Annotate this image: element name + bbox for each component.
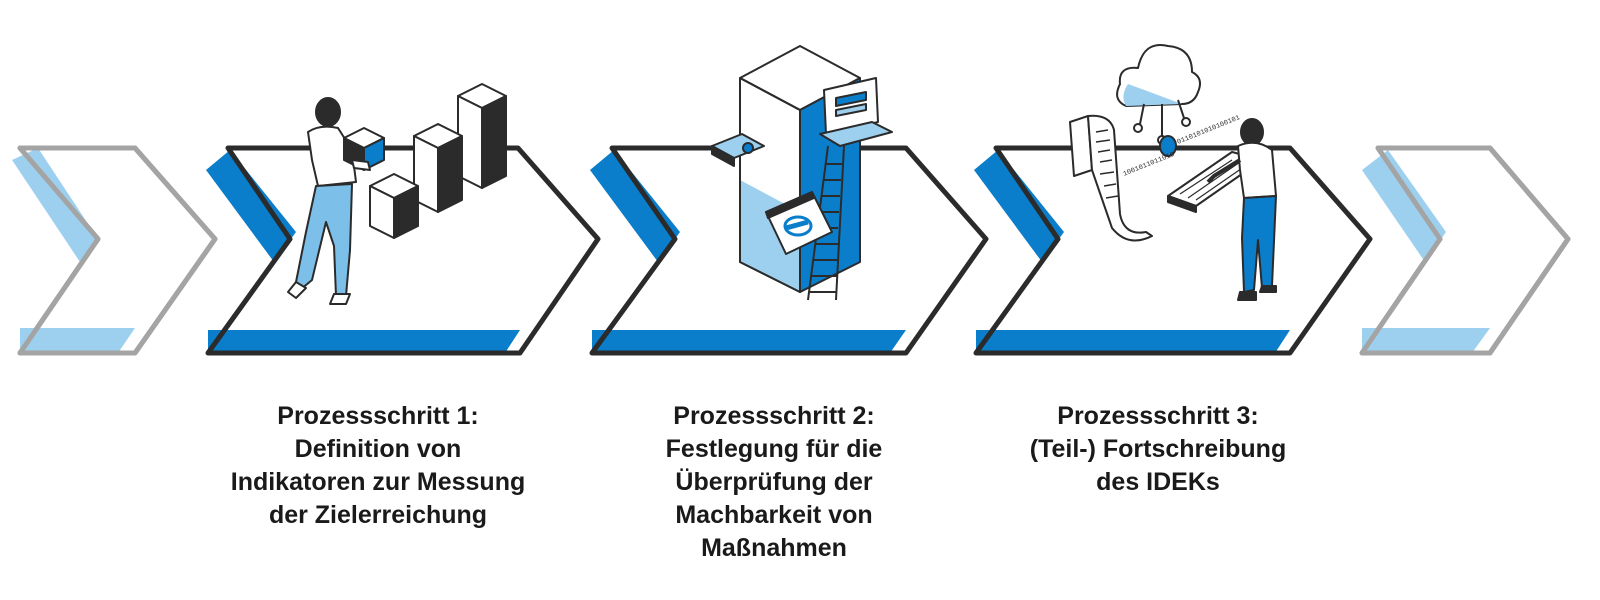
person-carrying-box-bar-chart-icon bbox=[287, 83, 507, 305]
step-2-caption: Prozessschritt 2: Festlegung für die Übe… bbox=[594, 400, 954, 565]
cloud-keyboard-document-person-icon bbox=[1069, 44, 1277, 301]
step-3-caption: Prozessschritt 3: (Teil-) Fortschreibung… bbox=[978, 400, 1338, 499]
step-3-line-2: (Teil-) Fortschreibung bbox=[1029, 435, 1287, 463]
step-2-line-3: Überprüfung der bbox=[675, 468, 873, 496]
step-1-title: Prozessschritt 1: bbox=[277, 402, 479, 430]
step-3-title: Prozessschritt 3: bbox=[1057, 402, 1259, 430]
step-1-line-4: der Zielerreichung bbox=[268, 501, 488, 529]
step-2-line-5: Maßnahmen bbox=[701, 534, 847, 562]
step-1-line-3: Indikatoren zur Messung bbox=[230, 468, 526, 496]
step-2-title: Prozessschritt 2: bbox=[673, 402, 875, 430]
chevron-faded-right bbox=[1359, 145, 1571, 356]
chevron-step-3 bbox=[973, 145, 1373, 356]
step-1-line-2: Definition von bbox=[294, 435, 462, 463]
chevron-faded-left bbox=[12, 145, 218, 356]
step-3-line-3: des IDEKs bbox=[1096, 468, 1220, 496]
step-1-caption: Prozessschritt 1: Definition von Indikat… bbox=[198, 400, 558, 532]
server-tower-ladder-calendar-icon bbox=[711, 45, 893, 301]
step-2-line-4: Machbarkeit von bbox=[675, 501, 873, 529]
step-2-line-2: Festlegung für die bbox=[665, 435, 883, 463]
chevron-step-1 bbox=[205, 145, 601, 356]
